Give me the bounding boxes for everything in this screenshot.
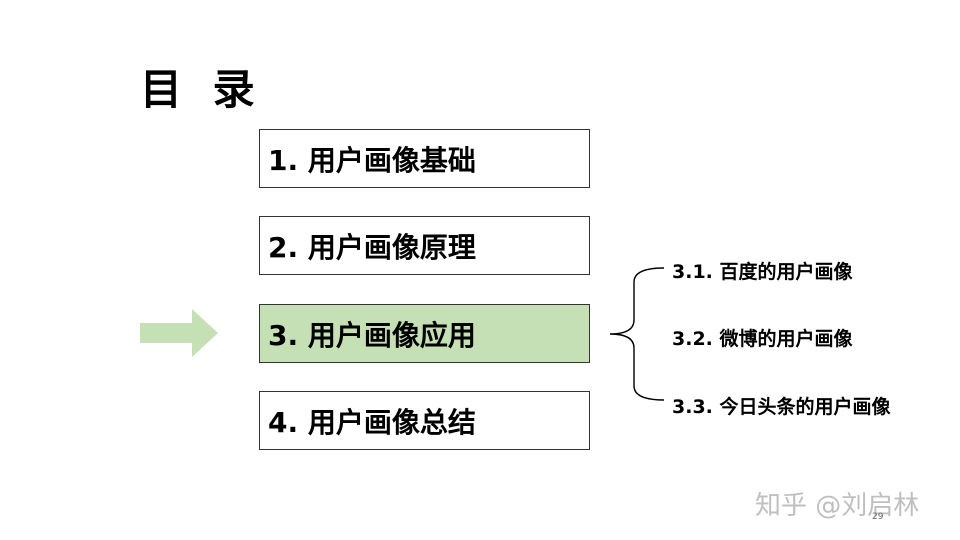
- toc-item-1: 1. 用户画像基础: [259, 129, 590, 188]
- subitem-3-1: 3.1. 百度的用户画像: [672, 261, 853, 283]
- toc-item-3-active: 3. 用户画像应用: [259, 304, 590, 363]
- subitem-3-3: 3.3. 今日头条的用户画像: [672, 396, 891, 418]
- slide-title: 目 录: [140, 65, 263, 114]
- subitem-3-2: 3.2. 微博的用户画像: [672, 328, 853, 350]
- page-number: 29: [872, 512, 884, 522]
- curly-brace-icon: [609, 267, 665, 401]
- toc-item-2: 2. 用户画像原理: [259, 216, 590, 275]
- watermark: 知乎 @刘启林: [755, 491, 920, 521]
- right-arrow-icon: [140, 309, 218, 357]
- toc-item-4: 4. 用户画像总结: [259, 391, 590, 450]
